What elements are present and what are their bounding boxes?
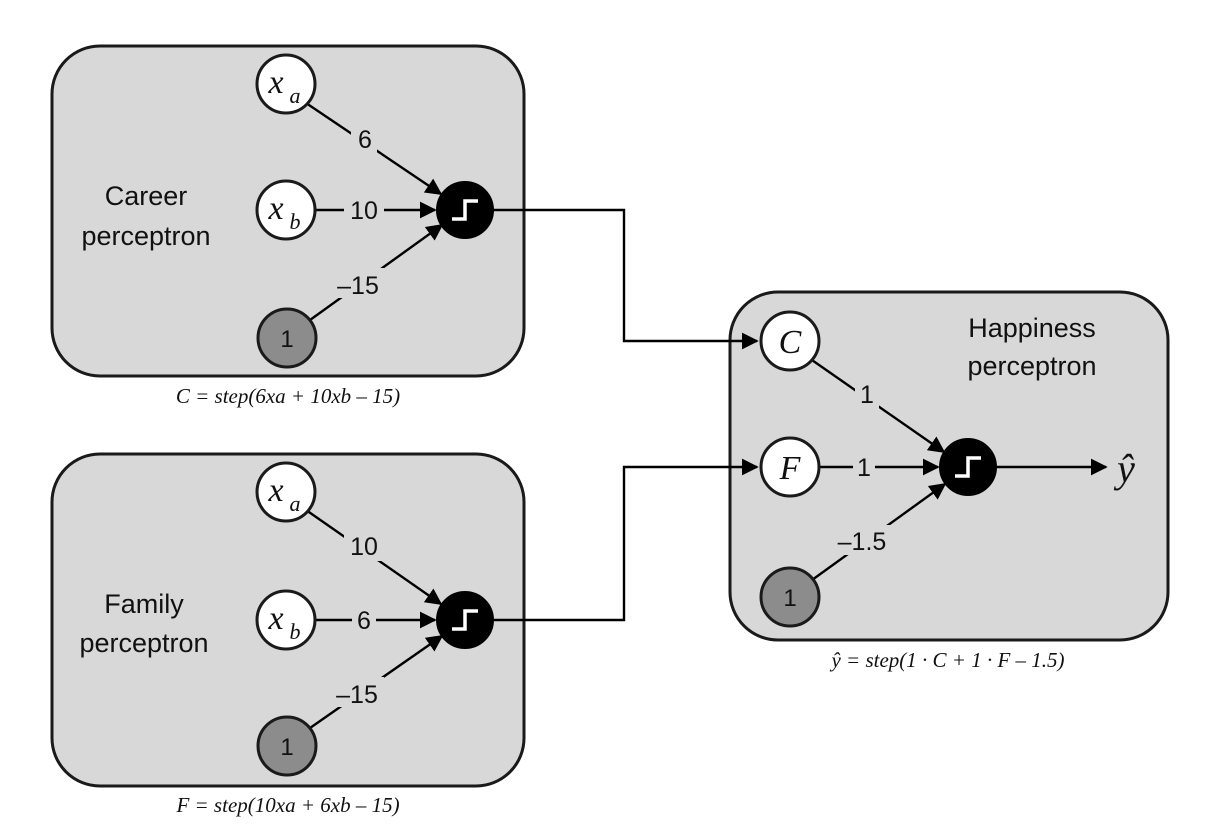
career-step-icon	[452, 199, 478, 221]
happiness-weight-bias-bg	[831, 525, 893, 555]
career-title-line1: Career	[105, 181, 188, 211]
happiness-perceptron-panel: Happiness perceptron 1 1 –1.5 C F 1	[728, 290, 1170, 642]
family-formula: F = step(10xa + 6xb – 15)	[175, 793, 399, 817]
career-weight-bias: –15	[337, 272, 379, 300]
career-input-xb-sub: b	[290, 209, 301, 234]
family-weight-a: 10	[350, 533, 378, 561]
family-input-xb-label: x	[267, 600, 283, 637]
family-weight-bias-bg	[330, 677, 384, 707]
family-weight-a-bg	[344, 531, 384, 561]
happiness-formula: ŷ = step(1 · C + 1 · F – 1.5)	[829, 648, 1064, 672]
happiness-weight-c-bg	[855, 379, 879, 409]
career-input-xa-sub: a	[290, 83, 301, 108]
happiness-weight-f-bg	[853, 453, 875, 483]
family-title-line1: Family	[104, 589, 184, 619]
family-title-line2: perceptron	[79, 628, 208, 658]
career-weight-bias-bg	[331, 268, 385, 298]
family-weight-bias: –15	[336, 681, 378, 709]
family-weight-b: 6	[357, 607, 371, 635]
career-weight-b-bg	[344, 196, 384, 226]
career-title-line2: perceptron	[81, 221, 210, 251]
family-bias-node	[256, 715, 318, 777]
happiness-bias-node	[759, 566, 821, 628]
happiness-input-f-node	[759, 436, 821, 498]
happiness-input-f-label: F	[779, 450, 802, 487]
career-input-xb-node	[255, 179, 317, 241]
career-input-xb-label: x	[267, 190, 283, 227]
career-bias-node	[256, 307, 318, 369]
family-input-xa-sub: a	[290, 491, 301, 516]
happiness-bias-label: 1	[783, 585, 796, 612]
career-to-happiness-connector	[493, 208, 759, 350]
family-input-xa-node	[255, 461, 317, 523]
happiness-weight-f: 1	[857, 454, 871, 482]
career-weight-a-bg	[351, 124, 377, 154]
family-step-icon	[452, 609, 478, 631]
happiness-title-line2: perceptron	[967, 351, 1096, 381]
happiness-step-icon	[955, 456, 981, 478]
happiness-weight-bias: –1.5	[838, 528, 887, 556]
family-weight-b-bg	[352, 606, 376, 636]
career-weight-a: 6	[358, 126, 372, 154]
career-weight-b: 10	[350, 197, 378, 225]
career-input-xa-label: x	[267, 64, 283, 101]
family-input-xb-node	[255, 589, 317, 651]
output-yhat-label: ŷ	[1113, 446, 1135, 491]
career-input-xa-node	[255, 53, 317, 115]
happiness-title-line1: Happiness	[968, 313, 1096, 343]
family-to-happiness-connector	[493, 458, 759, 622]
career-perceptron-panel: Career perceptron 6 10 –15 x a x b 1	[50, 44, 526, 378]
happiness-input-c-node	[759, 310, 821, 372]
happiness-weight-c: 1	[860, 381, 874, 409]
family-bias-label: 1	[280, 734, 293, 761]
happiness-input-c-label: C	[779, 324, 802, 361]
family-input-xb-sub: b	[290, 619, 301, 644]
career-formula: C = step(6xa + 10xb – 15)	[176, 384, 400, 408]
family-input-xa-label: x	[267, 472, 283, 509]
career-bias-label: 1	[280, 326, 293, 353]
family-perceptron-panel: Family perceptron 10 6 –15 x a x b 1	[50, 452, 526, 788]
